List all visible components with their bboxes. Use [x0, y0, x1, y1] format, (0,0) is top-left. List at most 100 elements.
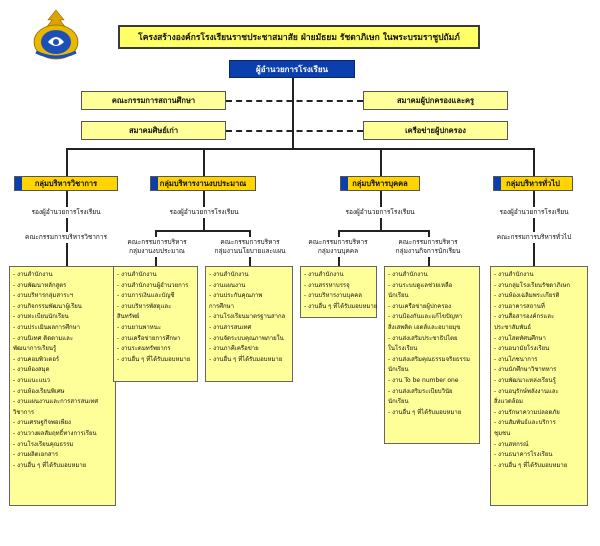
school-emblem-logo [33, 9, 79, 60]
task-item: - งานจัดระบบคุณภาพภายใน [209, 334, 284, 342]
task-item: - งานอื่น ๆ ที่ได้รับมอบหมาย [494, 461, 568, 469]
task-item: - งานแผนงานและการสารสนเทศ [13, 398, 99, 406]
personnel-split [338, 230, 429, 232]
task-item: - งานพัฒนาแหล่งเรียนรู้ [494, 376, 556, 384]
task-item: - งานรักษาความปลอดภัย [494, 408, 560, 416]
task-item: - งานการเงินและบัญชี [117, 292, 175, 300]
task-item: - งานโภชนาการ [494, 355, 538, 363]
committee-label-budget-finance: คณะกรรมการบริหาร กลุ่มงานงบประมาณ [127, 238, 187, 255]
task-item: วิชาการ [13, 408, 35, 416]
task-item: - งานทะเบียนนักเรียน [13, 313, 69, 321]
task-item: - งานเศรษฐกิจพอเพียง [13, 419, 71, 427]
task-item: พัฒนาการเรียนรู้ [13, 345, 57, 353]
task-item: - งานคอมพิวเตอร์ [13, 355, 60, 363]
committee-school-box: คณะกรรมการสถานศึกษา [81, 91, 226, 110]
task-item: - งานโรงเรียนมาตรฐานสากล [209, 313, 286, 321]
task-item: - งานเครือข่ายการศึกษา [117, 334, 181, 342]
deputy-label-personnel: รองผู้อำนวยการโรงเรียน [345, 208, 415, 216]
academic-drop-a [66, 218, 68, 232]
committee-label-general: คณะกรรมการบริหารทั่วไป [496, 233, 572, 241]
task-item: ในโรงเรียน [388, 345, 418, 353]
task-item: - งานสรรหาบรรจุ [304, 281, 350, 289]
head-drop-1 [66, 191, 68, 207]
budget-sub-drop-l [155, 257, 157, 266]
head-drop-4 [533, 191, 535, 207]
task-item: - งานธนาคารโรงเรียน [494, 451, 553, 459]
budget-split-l [155, 230, 157, 237]
task-item: - งานสำนักงาน [304, 271, 344, 278]
academic-drop-b [66, 243, 68, 266]
committee-label-student-affairs: คณะกรรมการบริหาร กลุ่มงานกิจการนักเรียน [395, 238, 461, 255]
group-heading-academic-label: กลุ่มบริหารวิชาการ [34, 178, 98, 188]
task-item: นักเรียน [388, 398, 409, 406]
task-item: - งานห้องเฉลิมพระเกียรติ [494, 292, 560, 300]
task-list-academic: - งานสำนักงาน- งานพัฒนาหลักสูตร- งานบริห… [9, 266, 116, 506]
task-item: นักเรียน [388, 292, 409, 300]
task-item: - งานอื่น ๆ ที่ได้รับมอบหมาย [117, 355, 191, 363]
director-box: ผู้อำนวยการโรงเรียน [229, 60, 355, 78]
task-item: - งานระบบดูแลช่วยเหลือ [388, 281, 453, 289]
drop-3 [380, 148, 382, 176]
general-drop-b [533, 243, 535, 266]
parent-teacher-box: สมาคมผู้ปกครองและครู [363, 91, 508, 110]
task-item: - งานสัมพันธ์และบริการ [494, 419, 556, 427]
task-item: สินทรัพย์ [117, 313, 140, 321]
task-list-general: - งานสำนักงาน - งานกลุ่มโรงเรียนรัชดาภิเษ… [490, 266, 588, 506]
task-item: - งานกิจกรรมพัฒนาผู้เรียน [13, 302, 82, 310]
task-item: - งานสำนักงาน [494, 271, 534, 278]
group-heading-budget-label: กลุ่มบริหารงานงบประมาณ [159, 178, 247, 188]
task-item: - งานส่งเสริมคุณธรรมจริยธรรม [388, 355, 470, 363]
task-item: - งานห้องเรียนพิเศษ [13, 387, 65, 395]
task-item: - งานภาคีเครือข่าย [209, 345, 259, 353]
task-item: - งานสำนักงาน [117, 271, 157, 278]
task-item: - งานบริหารพัสดุและ [117, 302, 172, 310]
task-item: - งานสื่อสารองค์กรและ [494, 313, 555, 321]
task-item: ประชาสัมพันธ์ [494, 323, 532, 331]
dash-line-1 [226, 100, 363, 102]
task-list-budget-policy: - งานสำนักงาน - งานแผนงาน - งานประกันคุณภา… [205, 266, 293, 382]
task-item: - งานส่งเสริมประชาธิปไตย [388, 334, 458, 342]
task-item: - งานเครือข่ายผู้ปกครอง [388, 302, 452, 310]
drop-4 [533, 148, 535, 176]
parent-network-box: เครือข่ายผู้ปกครอง [363, 121, 508, 140]
task-item: - งานสารสนเทศ [209, 323, 252, 331]
task-item: สิ่งแวดล้อม [494, 398, 523, 406]
task-item: - งานสำนักงาน [388, 271, 428, 278]
task-item: - งานประกันคุณภาพ [209, 292, 263, 300]
task-item: - งานประเมินผลการศึกษา [13, 323, 81, 331]
chart-title: โครงสร้างองค์กรโรงเรียนราชประชาสมาสัย ฝ่… [118, 25, 480, 49]
committee-label-personnel: คณะกรรมการบริหาร กลุ่มงานบุคคล [308, 238, 368, 255]
task-item: - งานอื่น ๆ ที่ได้รับมอบหมาย [388, 408, 462, 416]
task-item: - งานสำนักงาน [209, 271, 249, 278]
alumni-box: สมาคมศิษย์เก่า [81, 121, 226, 140]
budget-sub-drop-r [249, 257, 251, 266]
personnel-split-l [338, 230, 340, 237]
group-heading-general-label: กลุ่มบริหารทั่วไป [506, 178, 560, 188]
task-item: - งานพัฒนาหลักสูตร [13, 281, 67, 289]
task-item: - งานแผนงาน [209, 281, 246, 289]
task-item: - งานโรงเรียนคุณธรรม [13, 440, 74, 448]
personnel-split-r [428, 230, 430, 237]
task-item: - งานส่งเสริมระเบียบวินัย [388, 387, 453, 395]
head-drop-3 [380, 191, 382, 207]
task-item: - งานอนามัยโรงเรียน [494, 345, 550, 353]
task-item: - งานระดมทรัพยากร [117, 345, 171, 353]
task-item: ชุมชน [494, 429, 511, 437]
committee-label-academic: คณะกรรมการบริหารวิชาการ [25, 233, 107, 241]
trunk-line-top [292, 78, 294, 148]
deputy-label-academic: รองผู้อำนวยการโรงเรียน [31, 208, 101, 216]
task-item: การศึกษา [209, 302, 234, 310]
dash-line-2 [226, 130, 363, 132]
task-item: สิ่งเสพติด เอดส์และอบายมุข [388, 323, 461, 331]
task-item: - งานอื่น ๆ ที่ได้รับมอบหมาย [209, 355, 283, 363]
task-item: - งานนักศึกษาวิชาทหาร [494, 366, 557, 374]
group-heading-personnel-label: กลุ่มบริหารบุคคล [352, 178, 408, 188]
group-heading-academic: กลุ่มบริหารวิชาการ [14, 176, 118, 191]
task-list-personnel: - งานสำนักงาน- งานสรรหาบรรจุ- งานบริหารง… [300, 266, 377, 318]
task-item: - งานอาคารสถานที่ [494, 302, 545, 310]
task-item: - งานกลุ่มโรงเรียนรัชดาภิเษก [494, 281, 571, 289]
budget-split-r [249, 230, 251, 237]
task-list-budget-finance: - งานสำนักงาน- งานสำนักงานผู้อำนวยการ- ง… [113, 266, 198, 382]
task-item: - งานป้องกันและแก้ไขปัญหา [388, 313, 463, 321]
task-item: - งานบริหารกลุ่มสาระฯ [13, 292, 74, 300]
